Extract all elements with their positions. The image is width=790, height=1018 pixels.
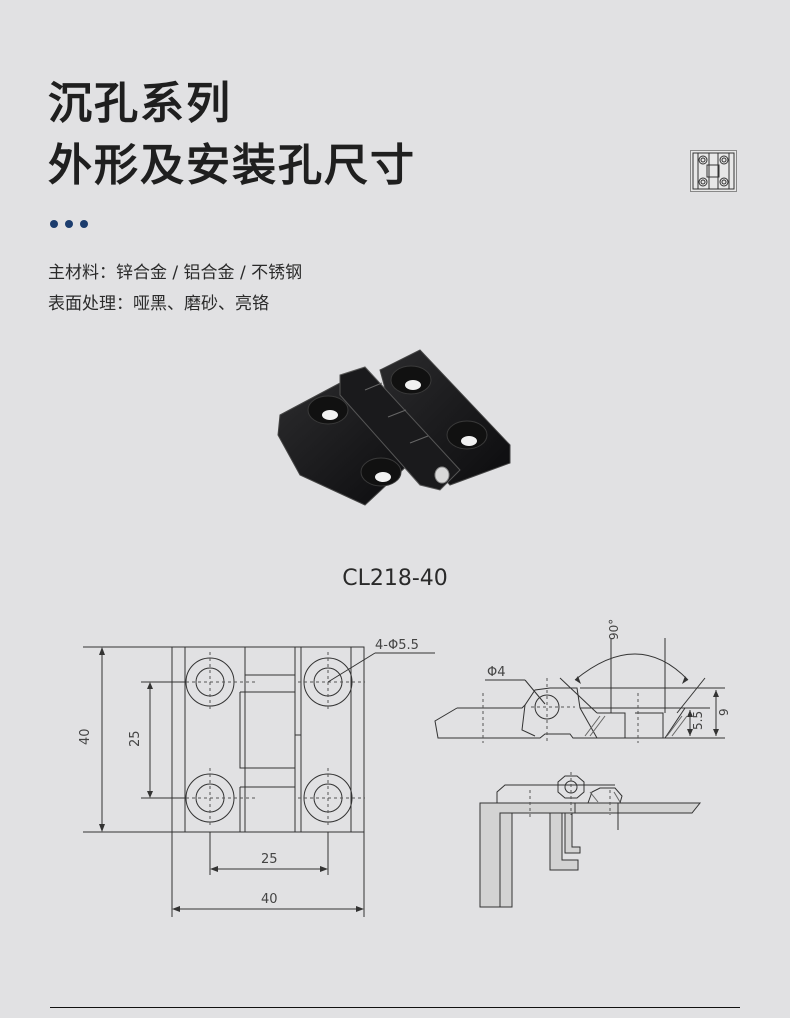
dim-countersink-angle: 90°: [607, 619, 621, 640]
dim-hole-horizontal: 25: [261, 852, 278, 867]
dim-countersink-depth: 5.5: [691, 711, 705, 730]
product-photo: [270, 345, 520, 510]
page-title-line2: 外形及安装孔尺寸: [48, 140, 416, 191]
dot: [80, 220, 88, 228]
page-title-line1: 沉孔系列: [48, 78, 232, 129]
model-number: CL218-40: [342, 566, 448, 591]
dim-pin-diameter: Φ4: [487, 665, 506, 680]
side-view-drawing: Φ4 90° 5.5 9: [425, 618, 745, 758]
dim-thickness: 9: [717, 708, 731, 716]
accent-dots: [50, 220, 88, 228]
material-spec: 主材料：锌合金 / 铝合金 / 不锈钢: [48, 263, 303, 283]
front-view-drawing: 4-Φ5.5 40 25 25 40: [75, 625, 455, 925]
finish-spec: 表面处理：哑黑、磨砂、亮铬: [48, 294, 269, 314]
dim-hole-vertical: 25: [128, 730, 143, 747]
footer-divider: [50, 1007, 740, 1008]
dot: [50, 220, 58, 228]
hole-callout: 4-Φ5.5: [375, 638, 419, 653]
mounting-view-drawing: [470, 770, 710, 915]
dot: [65, 220, 73, 228]
dim-width: 40: [261, 892, 278, 907]
dim-height: 40: [78, 728, 93, 745]
hinge-outline-icon: [690, 150, 737, 192]
